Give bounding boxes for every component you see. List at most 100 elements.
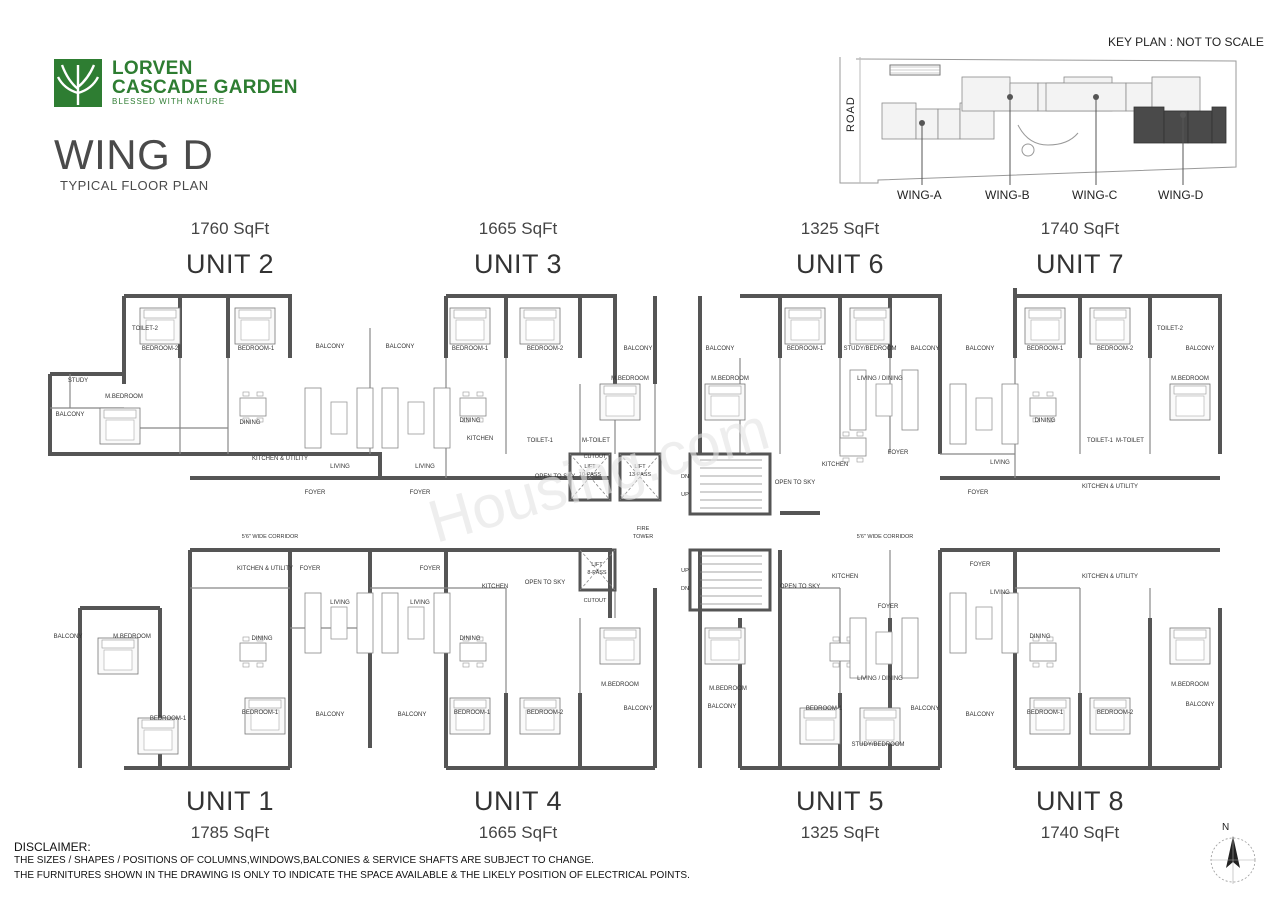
svg-text:FOYER: FOYER bbox=[420, 566, 441, 572]
svg-text:DINING: DINING bbox=[252, 636, 273, 642]
svg-text:DINING: DINING bbox=[1035, 418, 1056, 424]
svg-text:BALCONY: BALCONY bbox=[56, 412, 85, 418]
svg-text:FOYER: FOYER bbox=[305, 490, 326, 496]
svg-text:STUDY/BEDROOM: STUDY/BEDROOM bbox=[851, 742, 904, 748]
svg-text:M.BEDROOM: M.BEDROOM bbox=[711, 376, 749, 382]
svg-text:DINING: DINING bbox=[460, 418, 481, 424]
corridor-left-label: 5'6" WIDE CORRIDOR bbox=[242, 534, 299, 540]
svg-text:LIFT: LIFT bbox=[634, 464, 646, 470]
page-title: WING D bbox=[54, 131, 214, 178]
svg-text:FOYER: FOYER bbox=[878, 604, 899, 610]
unit8-area: 1740 SqFt bbox=[1040, 823, 1120, 842]
svg-text:BALCONY: BALCONY bbox=[54, 634, 83, 640]
svg-text:BALCONY: BALCONY bbox=[398, 712, 427, 718]
key-plan-road-label: ROAD bbox=[845, 96, 857, 132]
svg-text:DINING: DINING bbox=[460, 636, 481, 642]
svg-text:BEDROOM-1: BEDROOM-1 bbox=[452, 346, 489, 352]
svg-text:TOILET-2: TOILET-2 bbox=[132, 326, 159, 332]
unit2-area: 1760 SqFt bbox=[190, 219, 270, 238]
unit8-label: UNIT 8 bbox=[1035, 786, 1125, 816]
north-arrow-icon bbox=[1208, 824, 1258, 893]
svg-text:BEDROOM-2: BEDROOM-2 bbox=[142, 346, 179, 352]
svg-text:FOYER: FOYER bbox=[968, 490, 989, 496]
svg-text:M-TOILET: M-TOILET bbox=[582, 438, 610, 444]
unit5-area: 1325 SqFt bbox=[800, 823, 880, 842]
unit4-area: 1665 SqFt bbox=[478, 823, 558, 842]
svg-text:BEDROOM-2: BEDROOM-2 bbox=[1097, 710, 1134, 716]
svg-text:FOYER: FOYER bbox=[300, 566, 321, 572]
svg-text:CUTOUT: CUTOUT bbox=[584, 454, 607, 460]
svg-text:BALCONY: BALCONY bbox=[624, 346, 653, 352]
svg-text:LIVING: LIVING bbox=[990, 590, 1010, 596]
brand-name-line1: LORVEN bbox=[112, 58, 193, 79]
svg-text:BALCONY: BALCONY bbox=[1186, 346, 1215, 352]
svg-text:BALCONY: BALCONY bbox=[911, 706, 940, 712]
svg-text:BALCONY: BALCONY bbox=[966, 346, 995, 352]
svg-text:DINING: DINING bbox=[1030, 634, 1051, 640]
svg-text:LIVING: LIVING bbox=[990, 460, 1010, 466]
svg-text:BEDROOM-1: BEDROOM-1 bbox=[1027, 710, 1064, 716]
svg-text:BALCONY: BALCONY bbox=[624, 706, 653, 712]
svg-text:KITCHEN & UTILITY: KITCHEN & UTILITY bbox=[1082, 484, 1138, 490]
svg-text:BALCONY: BALCONY bbox=[386, 344, 415, 350]
brand-tagline: BLESSED WITH NATURE bbox=[112, 97, 226, 106]
unit3-label: UNIT 3 bbox=[473, 249, 563, 279]
svg-text:BEDROOM-1: BEDROOM-1 bbox=[242, 710, 279, 716]
north-label: N bbox=[1222, 822, 1230, 833]
svg-text:FIRE: FIRE bbox=[637, 526, 650, 532]
svg-text:FOYER: FOYER bbox=[888, 450, 909, 456]
svg-text:STUDY/BEDROOM: STUDY/BEDROOM bbox=[843, 346, 896, 352]
svg-text:BALCONY: BALCONY bbox=[316, 344, 345, 350]
unit5-label: UNIT 5 bbox=[795, 786, 885, 816]
svg-text:STUDY: STUDY bbox=[68, 378, 88, 384]
svg-text:M.BEDROOM: M.BEDROOM bbox=[1171, 376, 1209, 382]
svg-text:10-PASS: 10-PASS bbox=[579, 472, 602, 478]
svg-text:LIVING: LIVING bbox=[415, 464, 435, 470]
svg-text:M.BEDROOM: M.BEDROOM bbox=[105, 394, 143, 400]
svg-text:BALCONY: BALCONY bbox=[706, 346, 735, 352]
svg-text:BEDROOM-2: BEDROOM-2 bbox=[527, 346, 564, 352]
svg-text:TOILET-2: TOILET-2 bbox=[1157, 326, 1184, 332]
svg-text:CUTOUT: CUTOUT bbox=[584, 598, 607, 604]
svg-text:13-PASS: 13-PASS bbox=[629, 472, 652, 478]
svg-text:KITCHEN & UTILITY: KITCHEN & UTILITY bbox=[1082, 574, 1138, 580]
svg-text:BEDROOM-1: BEDROOM-1 bbox=[806, 706, 843, 712]
key-plan-wing-b: WING-B bbox=[985, 188, 1030, 202]
key-plan-wing-d: WING-D bbox=[1158, 188, 1204, 202]
svg-text:M.BEDROOM: M.BEDROOM bbox=[709, 686, 747, 692]
svg-text:M-TOILET: M-TOILET bbox=[1116, 438, 1144, 444]
svg-text:TOWER: TOWER bbox=[633, 534, 653, 540]
svg-text:KITCHEN: KITCHEN bbox=[832, 574, 858, 580]
svg-text:BEDROOM-1: BEDROOM-1 bbox=[150, 716, 187, 722]
unit1-area: 1785 SqFt bbox=[190, 823, 270, 842]
corridor-right-label: 5'6" WIDE CORRIDOR bbox=[857, 534, 914, 540]
key-plan-title: KEY PLAN : NOT TO SCALE bbox=[1108, 35, 1264, 49]
svg-text:DINING: DINING bbox=[240, 420, 261, 426]
svg-text:BALCONY: BALCONY bbox=[1186, 702, 1215, 708]
unit4-label: UNIT 4 bbox=[473, 786, 563, 816]
svg-text:M.BEDROOM: M.BEDROOM bbox=[601, 682, 639, 688]
svg-text:LIVING: LIVING bbox=[410, 600, 430, 606]
brand-name-line2: CASCADE GARDEN bbox=[112, 77, 298, 98]
svg-text:KITCHEN: KITCHEN bbox=[482, 584, 508, 590]
disclaimer-line-2: THE FURNITURES SHOWN IN THE DRAWING IS O… bbox=[14, 870, 690, 881]
unit7-area: 1740 SqFt bbox=[1040, 219, 1120, 238]
svg-text:BALCONY: BALCONY bbox=[966, 712, 995, 718]
unit6-area: 1325 SqFt bbox=[800, 219, 880, 238]
svg-text:UP: UP bbox=[681, 568, 689, 574]
svg-text:LIVING: LIVING bbox=[330, 464, 350, 470]
svg-text:KITCHEN & UTILITY: KITCHEN & UTILITY bbox=[252, 456, 308, 462]
page-subtitle: TYPICAL FLOOR PLAN bbox=[60, 178, 209, 193]
svg-text:LIFT: LIFT bbox=[584, 464, 596, 470]
svg-text:M.BEDROOM: M.BEDROOM bbox=[113, 634, 151, 640]
brand-logo-icon bbox=[54, 59, 102, 107]
svg-text:BALCONY: BALCONY bbox=[708, 704, 737, 710]
svg-text:LIVING / DINING: LIVING / DINING bbox=[857, 376, 903, 382]
svg-text:BEDROOM-1: BEDROOM-1 bbox=[238, 346, 275, 352]
svg-text:OPEN TO SKY: OPEN TO SKY bbox=[775, 480, 815, 486]
unit6-label: UNIT 6 bbox=[795, 249, 885, 279]
svg-text:OPEN TO SKY: OPEN TO SKY bbox=[780, 584, 820, 590]
disclaimer-line-1: THE SIZES / SHAPES / POSITIONS OF COLUMN… bbox=[14, 855, 594, 866]
svg-text:TOILET-1: TOILET-1 bbox=[527, 438, 554, 444]
svg-text:M.BEDROOM: M.BEDROOM bbox=[611, 376, 649, 382]
